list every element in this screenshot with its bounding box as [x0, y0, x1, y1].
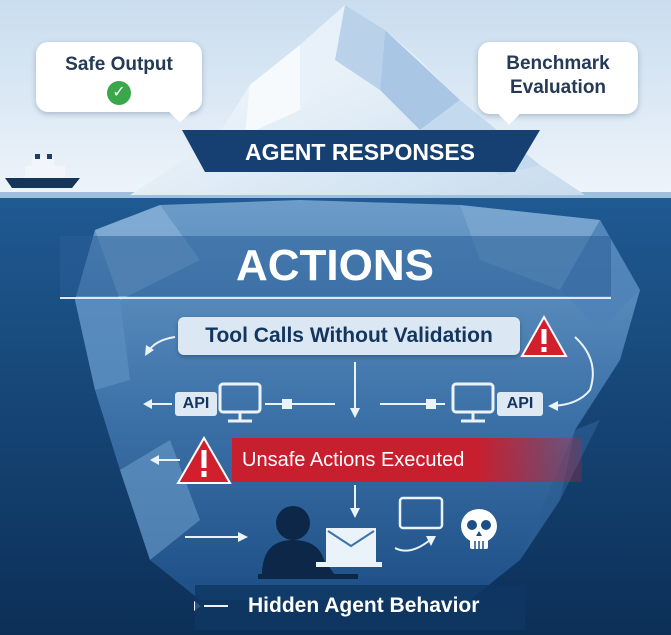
agent-responses-band — [182, 130, 540, 172]
agent-responses-title: AGENT RESPONSES — [244, 139, 476, 165]
check-circle-icon: ✓ — [107, 81, 131, 105]
api-label-left: API — [175, 392, 217, 416]
skull-icon — [461, 509, 497, 549]
actions-band — [60, 236, 611, 296]
ship-icon — [5, 154, 80, 188]
benchmark-line2: Evaluation — [509, 77, 607, 98]
monitor-icon-small — [398, 496, 444, 530]
divider — [60, 297, 611, 299]
monitor-icon-left — [218, 382, 262, 423]
api-label-right: API — [497, 392, 543, 416]
benchmark-line1: Benchmark — [506, 53, 610, 74]
tool-calls-box: Tool Calls Without Validation — [178, 317, 520, 355]
benchmark-evaluation-bubble: Benchmark Evaluation — [478, 42, 638, 125]
safe-output-bubble: Safe Output ✓ — [36, 42, 202, 123]
flow-arrows — [147, 336, 594, 552]
monitor-icon-right — [451, 382, 495, 423]
actions-title: ACTIONS — [236, 241, 434, 290]
hidden-behavior-band — [195, 585, 525, 630]
laptop-icon — [316, 528, 382, 567]
unsafe-actions-banner: Unsafe Actions Executed — [232, 438, 582, 482]
safe-output-label: Safe Output — [65, 54, 173, 75]
hidden-agent-behavior-label: Hidden Agent Behavior — [248, 594, 480, 617]
warning-icon-top — [520, 314, 568, 357]
warning-icon-unsafe — [176, 436, 232, 484]
